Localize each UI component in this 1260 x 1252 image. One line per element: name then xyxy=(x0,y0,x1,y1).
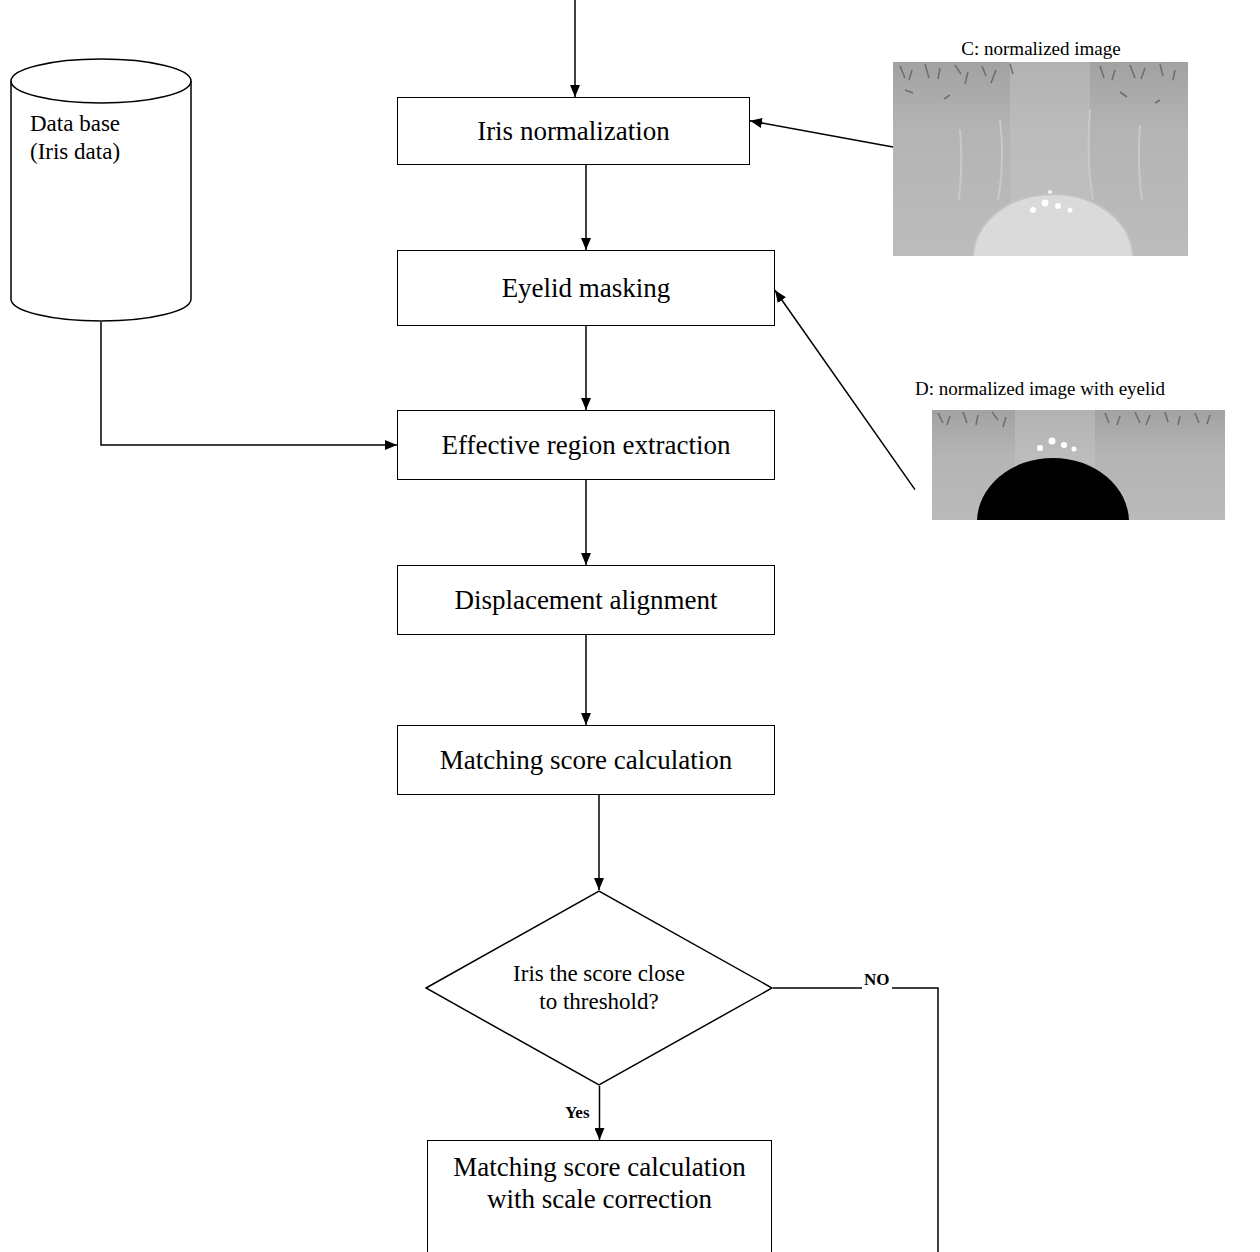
decision-text: Iris the score close to threshold? xyxy=(509,960,689,1015)
image-panel: D: normalized image with eyelid xyxy=(915,378,1225,523)
flow-arrow xyxy=(598,795,600,890)
process-box: Effective region extraction xyxy=(397,410,775,480)
flow-arrow xyxy=(775,290,915,489)
process-box: Eyelid masking xyxy=(397,250,775,326)
process-text: Iris normalization xyxy=(477,115,670,147)
image-panel: C: normalized image xyxy=(893,38,1189,256)
process-box: Displacement alignment xyxy=(397,565,775,635)
image-caption: C: normalized image xyxy=(893,38,1189,61)
process-box: Matching score calculation with scale co… xyxy=(427,1140,772,1252)
normalized-iris-image xyxy=(893,62,1188,256)
flow-arrow xyxy=(750,121,893,147)
process-text: Effective region extraction xyxy=(442,429,731,461)
flow-arrow xyxy=(585,326,587,410)
branch-label: NO xyxy=(862,970,892,990)
process-text: Displacement alignment xyxy=(454,584,717,616)
process-text: Eyelid masking xyxy=(502,272,671,304)
cylinder-outline xyxy=(10,58,192,322)
process-text: Matching score calculation xyxy=(440,744,732,776)
decision-diamond: Iris the score close to threshold? xyxy=(425,890,773,1086)
flow-arrow xyxy=(599,1086,601,1140)
database-text: Data base (Iris data) xyxy=(30,110,155,165)
flow-arrow xyxy=(585,165,587,250)
flow-arrow xyxy=(585,635,587,725)
flow-arrow xyxy=(585,480,587,565)
masked-iris-image xyxy=(932,410,1225,520)
edge-label: Yes xyxy=(563,1103,592,1123)
process-text: Matching score calculation with scale co… xyxy=(440,1151,759,1216)
no-branch-line xyxy=(773,988,938,1252)
process-box: Iris normalization xyxy=(397,97,750,165)
image-caption: D: normalized image with eyelid xyxy=(915,378,1225,401)
database-cylinder: Data base (Iris data) xyxy=(10,58,192,322)
diamond-outline xyxy=(425,890,773,1086)
input-arrow xyxy=(574,0,576,97)
flow-arrow xyxy=(101,322,397,445)
process-box: Matching score calculation xyxy=(397,725,775,795)
